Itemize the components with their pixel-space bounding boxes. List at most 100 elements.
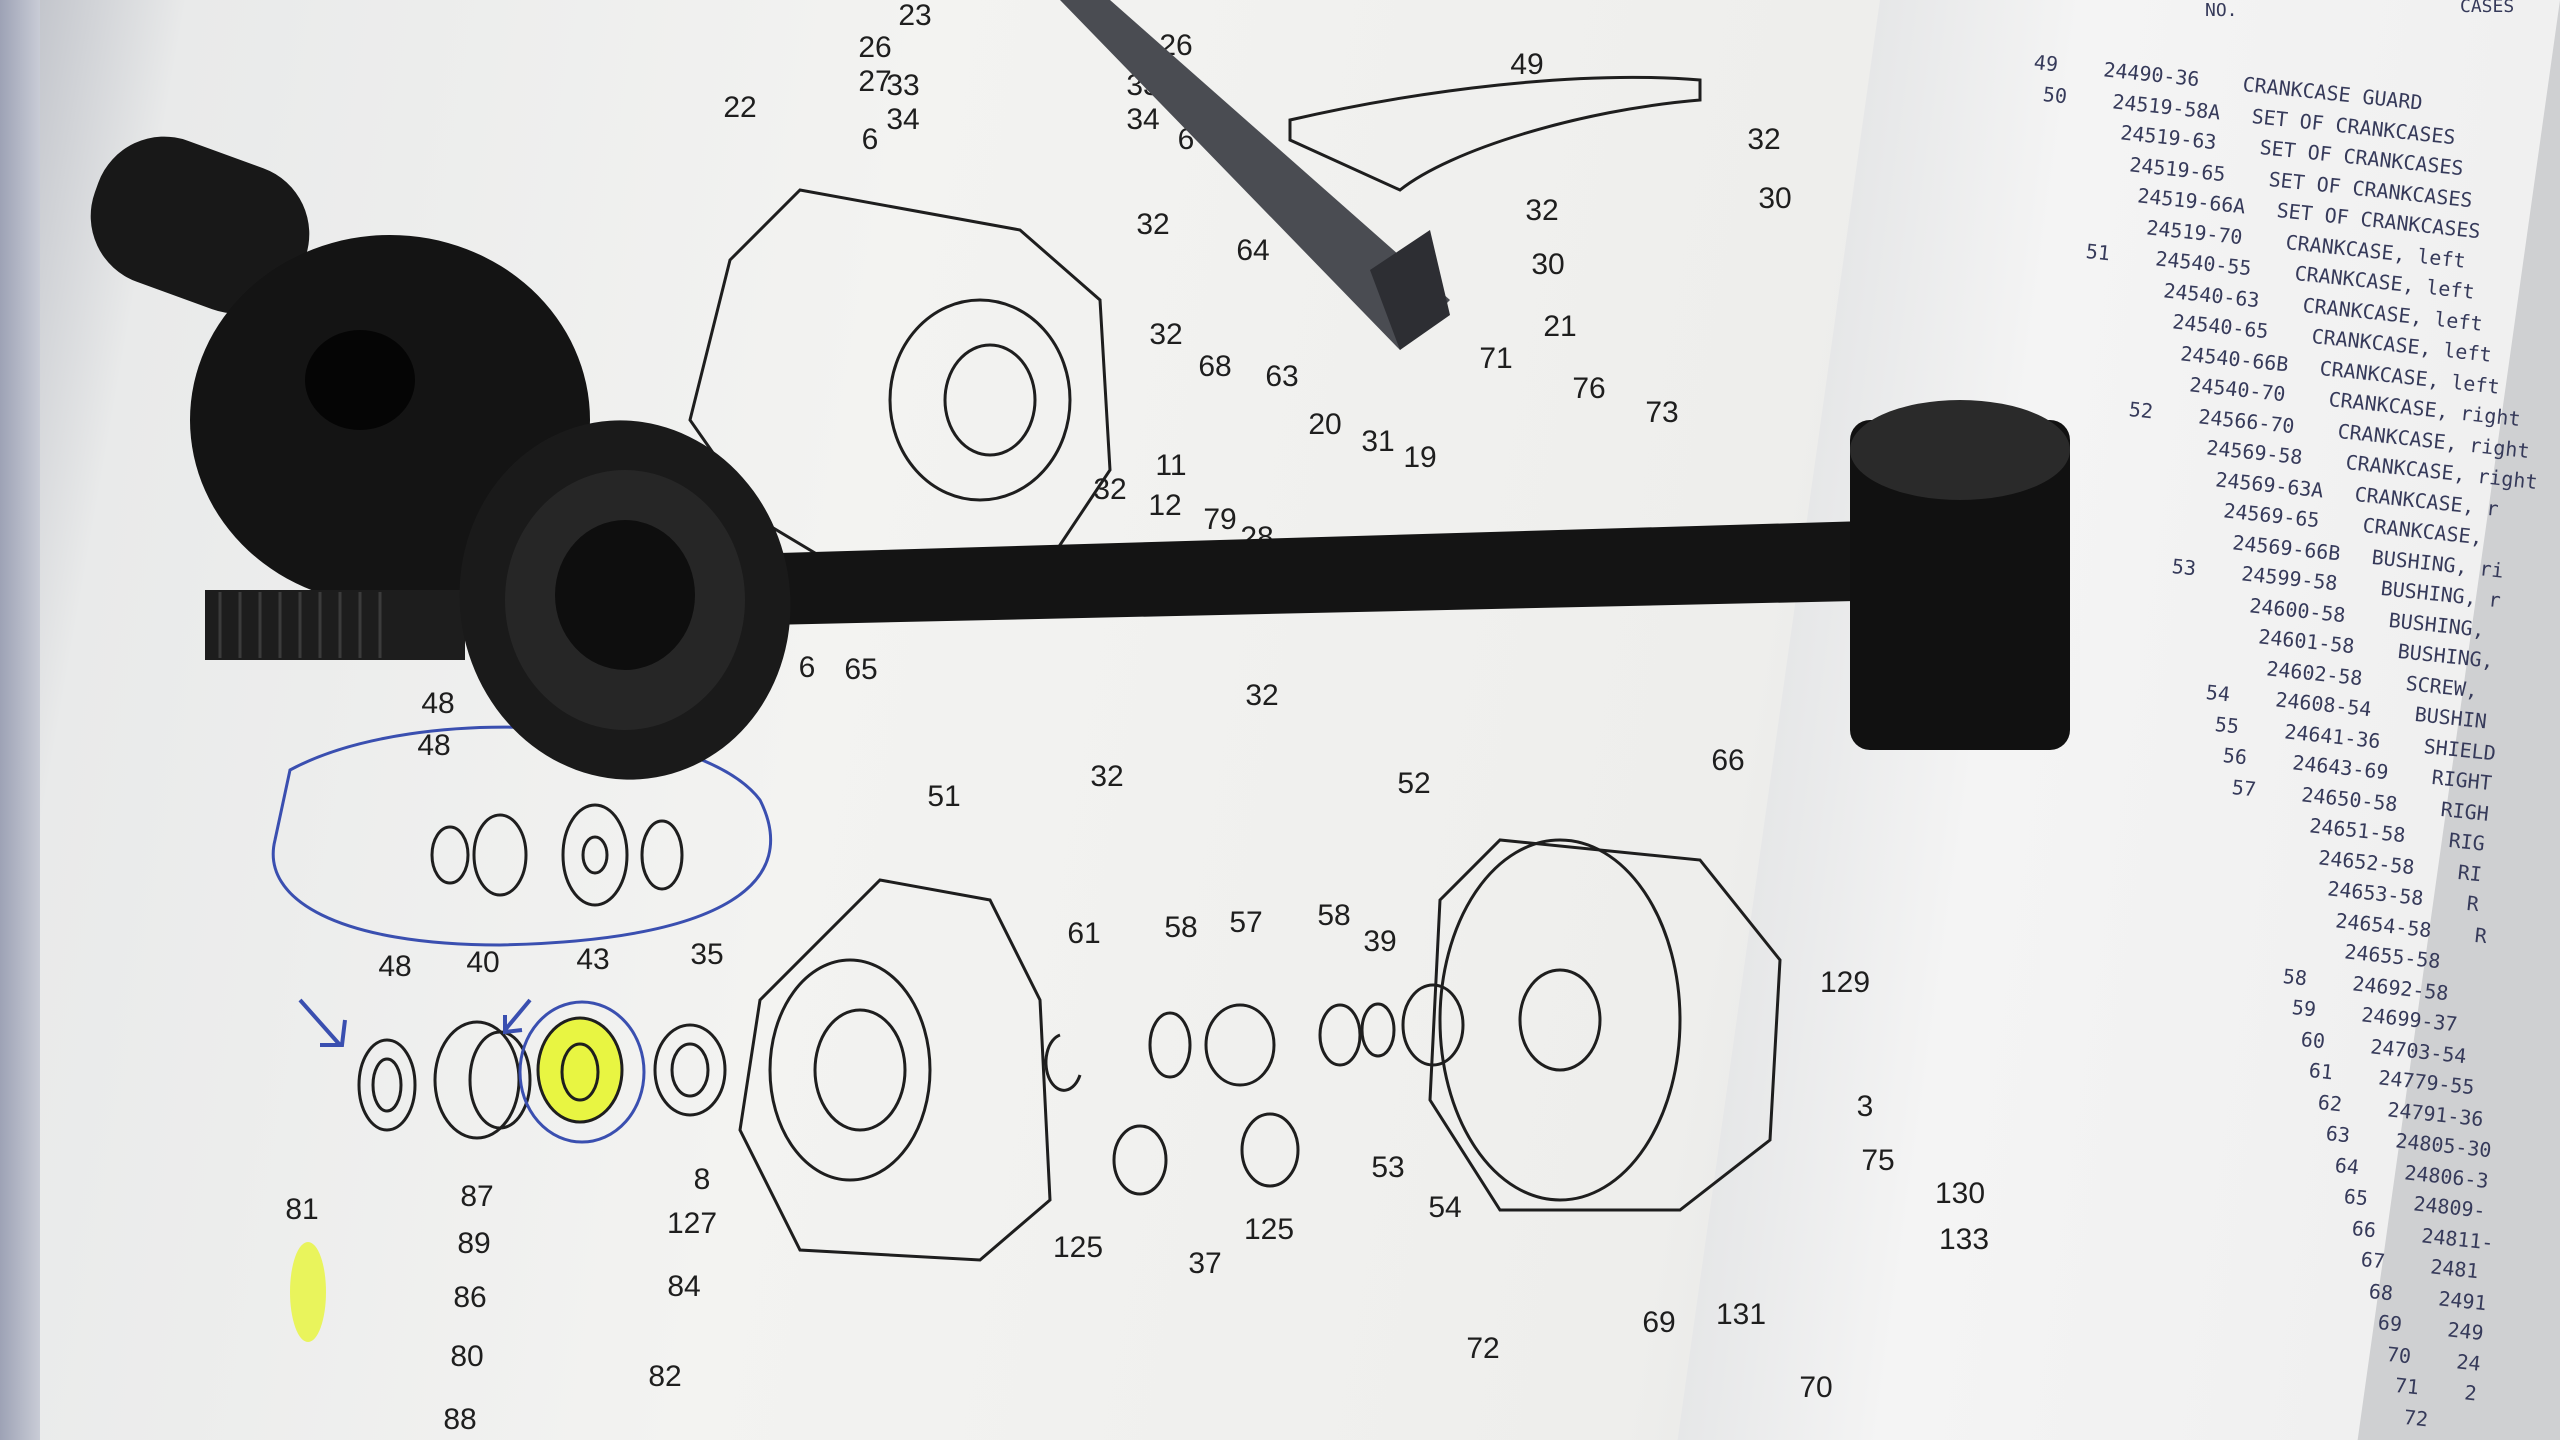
callout-number: 49 [1510,48,1544,81]
parts-list-part: 24569-65 [2222,498,2322,533]
parts-list-part: 24490-36 [2102,57,2201,92]
parts-list-part: 24600-58 [2248,592,2347,627]
parts-list-part: 24655-58 [2343,939,2442,974]
parts-list-item: 53 [2170,554,2197,581]
parts-list-part: 24519-66A [2136,183,2247,219]
callout-number: 6 [861,123,879,156]
parts-list-part: 24540-70 [2188,372,2287,407]
callout-number: 32 [1525,194,1559,227]
parts-list-part: 24650-58 [2300,781,2399,816]
callout-number: 30 [1531,248,1565,281]
callout-number: 21 [1543,310,1577,343]
threaded-rod [205,590,465,660]
parts-list-desc: RIG [2447,827,2487,856]
parts-list-item: 62 [2316,1089,2343,1116]
parts-list-part: 24569-66B [2231,529,2342,566]
callout-number: 72 [1466,1332,1500,1365]
parts-list-item: 68 [2368,1278,2395,1305]
parts-list-item: 61 [2307,1058,2335,1085]
parts-list-part: 24699-37 [2360,1002,2459,1037]
parts-list-desc: SCREW, [2404,670,2480,702]
parts-list-desc: RIGHT [2430,764,2494,796]
parts-list-part: 24569-58 [2205,435,2304,470]
parts-list-part: 24519-70 [2145,214,2244,249]
crankcase-guard-drawing [1288,75,1702,192]
parts-list-item: 54 [2204,680,2232,707]
screwdriver-shaft [1060,0,1450,350]
parts-list-item: 51 [2084,239,2111,266]
pen-arrow-1 [298,998,347,1047]
parts-list-part: 24599-58 [2239,561,2339,596]
callout-number: 87 [460,1180,494,1213]
callout-number: 30 [1758,182,1792,215]
parts-list-part: 24569-63A [2214,466,2325,503]
parts-list-part: 24651-58 [2308,813,2408,848]
callout-number: 88 [443,1403,477,1436]
parts-list-part: 24540-65 [2171,309,2270,344]
callout-number: 51 [927,780,961,813]
callout-number: 39 [1363,925,1397,958]
parts-list-item: 58 [2282,963,2309,990]
callout-number: 32 [1093,473,1127,506]
callout-number: 48 [378,950,412,983]
callout-number: 68 [1198,350,1232,383]
callout-number: 133 [1938,1223,1990,1256]
callout-number: 89 [457,1227,491,1260]
parts-list-item: 66 [2350,1215,2378,1242]
parts-list-part: 24519-63 [2119,120,2218,155]
screwdriver-tip [1370,230,1450,350]
callout-number: 19 [1403,441,1437,474]
parts-list-item: 64 [2333,1152,2361,1179]
pen-arrow-2 [503,998,532,1035]
parts-list-item: 67 [2359,1247,2386,1274]
parts-list-desc: RIGH [2439,796,2490,826]
parts-list-part: 24652-58 [2317,844,2416,879]
callout-number: 86 [453,1281,487,1314]
parts-list-part: 24703-54 [2368,1033,2468,1068]
callout-number: 22 [723,91,757,124]
callout-number: 35 [690,938,724,971]
parts-list-item: 70 [2385,1341,2412,1368]
parts-list-item: 65 [2342,1184,2369,1211]
parts-list-part: 24653-58 [2325,876,2425,911]
parts-list-part: 24791-36 [2386,1096,2485,1131]
parts-list-part: 2 [2463,1380,2478,1406]
parts-list-part: 2491 [2437,1285,2489,1315]
callout-number: 32 [1090,760,1124,793]
highlighted-spring-81 [290,1242,326,1342]
callout-number: 82 [648,1360,682,1393]
callout-number: 48 [417,729,451,762]
parts-list-item: 49 [2032,50,2060,77]
callout-number: 32 [1245,679,1279,712]
parts-list-item: 59 [2290,995,2318,1022]
callout-number: 31 [1361,425,1395,458]
parts-list-item: 56 [2221,743,2249,770]
callout-number: 34 [886,103,920,136]
parts-list-desc: R [2473,922,2489,948]
callout-number: 63 [1265,360,1299,393]
parts-list-item: 55 [2213,711,2240,738]
callout-number: 80 [450,1340,484,1373]
parts-list-part: 2481 [2429,1254,2480,1284]
right-crankcase-drawing [1428,838,1782,1212]
callout-number: 130 [1934,1177,1986,1210]
parts-list-item: 60 [2299,1026,2326,1053]
parts-list-part: 24540-66B [2179,340,2290,377]
cup-tool-handle [90,136,310,314]
callout-number: 71 [1479,342,1513,375]
parts-list-part: 24779-55 [2377,1065,2476,1100]
callout-number: 23 [898,0,932,32]
callout-number: 3 [1856,1090,1874,1123]
parts-list-desc: BUSHING, [2396,638,2495,673]
parts-list-part: 24608-54 [2274,687,2373,722]
parts-list-desc: CRANKCASE, [2361,512,2485,550]
parts-list-desc: BUSHIN [2413,701,2488,734]
page-stack-edge [0,0,40,1440]
callout-number: 52 [1397,767,1431,800]
parts-list-desc: BUSHING, [2387,607,2487,642]
callout-number: 57 [1229,906,1263,939]
callout-number: 32 [1747,123,1781,156]
